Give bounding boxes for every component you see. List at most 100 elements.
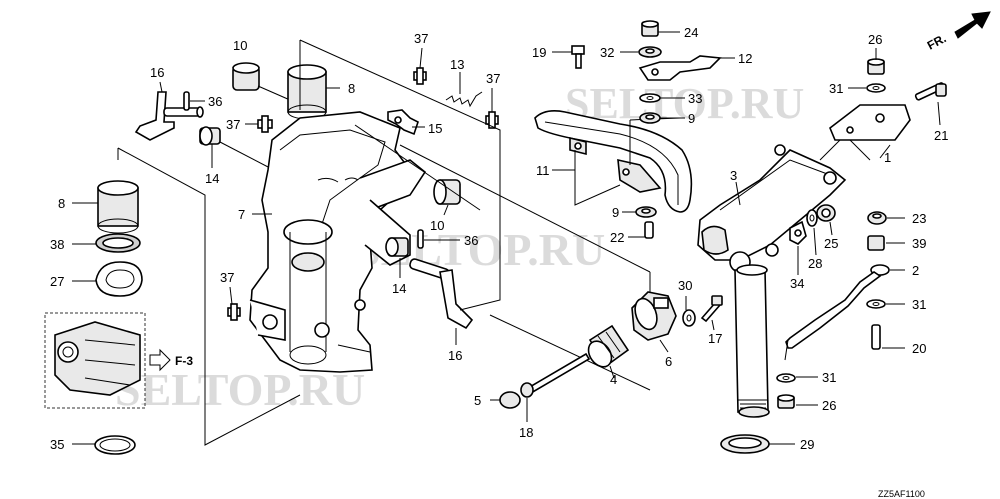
- reference-box-f3: [44, 312, 146, 409]
- bolt-18: [520, 352, 591, 398]
- front-direction-arrow: FR.: [925, 11, 991, 53]
- grease-nipple-37-left: [257, 115, 273, 133]
- callout-14-left: 14: [205, 171, 219, 186]
- callout-9-lower: 9: [612, 205, 619, 220]
- callout-11: 11: [536, 163, 550, 178]
- callout-1: 1: [884, 150, 891, 165]
- callout-labels: 1 2 3 4 5 6 7 8 8 9 9 10 10 11 12 13 14 …: [50, 25, 948, 452]
- bushing-10-right: [433, 179, 461, 205]
- callout-12: 12: [738, 51, 752, 66]
- nut-25: [816, 204, 836, 222]
- washer-28: [806, 209, 818, 227]
- stopper-11: [534, 110, 693, 213]
- ref-arrow: [149, 348, 171, 372]
- callout-26-top: 26: [868, 32, 882, 47]
- callout-2: 2: [912, 263, 919, 278]
- callout-9-upper: 9: [688, 111, 695, 126]
- clip-15: [387, 109, 419, 136]
- callout-14-right: 14: [392, 281, 406, 296]
- callout-26-bottom: 26: [822, 398, 836, 413]
- callout-37-lower: 37: [220, 270, 234, 285]
- callout-36-top: 36: [208, 94, 222, 109]
- pin-36-right: [417, 229, 424, 249]
- callout-22: 22: [610, 230, 624, 245]
- callout-4: 4: [610, 372, 617, 387]
- callout-17: 17: [708, 331, 722, 346]
- callout-37-left: 37: [226, 117, 240, 132]
- washer-32: [638, 46, 662, 58]
- callout-8-top: 8: [348, 81, 355, 96]
- callout-31-bottom: 31: [822, 370, 836, 385]
- bushing-10-top: [232, 62, 260, 91]
- washer-9-lower: [635, 206, 657, 218]
- callout-3: 3: [730, 168, 737, 183]
- callout-28: 28: [808, 256, 822, 271]
- washer-33: [639, 93, 661, 103]
- watermark: SELTOP.RU: [115, 364, 365, 415]
- reference-label-f3: F-3: [175, 354, 193, 368]
- washer-31-mid: [866, 299, 886, 309]
- callout-21: 21: [934, 128, 948, 143]
- grease-nipple-37-lower: [227, 303, 241, 321]
- callout-19: 19: [532, 45, 546, 60]
- front-direction-label: FR.: [925, 31, 949, 52]
- callout-30: 30: [678, 278, 692, 293]
- callout-36-right: 36: [464, 233, 478, 248]
- collar-23: [867, 211, 887, 225]
- callout-29: 29: [800, 437, 814, 452]
- bolt-22: [644, 221, 654, 239]
- callout-15: 15: [428, 121, 442, 136]
- washer-30: [682, 309, 696, 327]
- lever-16-top: [134, 91, 204, 141]
- rod-2: [784, 264, 890, 361]
- grease-nipple-37-top: [413, 67, 427, 85]
- ring-29: [720, 434, 770, 454]
- nut-26-bottom: [777, 394, 795, 409]
- callout-25: 25: [824, 236, 838, 251]
- callout-16-top: 16: [150, 65, 164, 80]
- bolt-17: [700, 295, 723, 323]
- bushing-14-right: [385, 237, 409, 257]
- callout-20: 20: [912, 341, 926, 356]
- callout-37-right: 37: [486, 71, 500, 86]
- bolt-19: [571, 45, 585, 69]
- ring-38: [95, 233, 141, 253]
- callout-5: 5: [474, 393, 481, 408]
- callout-31-top: 31: [829, 81, 843, 96]
- callout-33: 33: [688, 91, 702, 106]
- bolt-21: [914, 82, 947, 101]
- callout-34: 34: [790, 276, 804, 291]
- pin-36-top: [183, 91, 190, 111]
- callout-6: 6: [665, 354, 672, 369]
- callout-35: 35: [50, 437, 64, 452]
- grease-nipple-37-right: [485, 111, 499, 129]
- washer-31-bottom: [776, 373, 796, 383]
- washer-31-top: [866, 83, 886, 93]
- spring-13: [445, 91, 483, 108]
- nut-26-top: [867, 58, 885, 75]
- plate-1: [829, 104, 911, 141]
- bracket-12: [638, 55, 722, 81]
- callout-18: 18: [519, 425, 533, 440]
- seal-27: [95, 261, 143, 297]
- circlip-35: [94, 435, 136, 455]
- callout-16-lower: 16: [448, 348, 462, 363]
- bolt-20: [871, 324, 881, 350]
- callout-38: 38: [50, 237, 64, 252]
- bearing-8-left: [97, 180, 139, 234]
- callout-32: 32: [600, 45, 614, 60]
- lever-16-lower: [409, 258, 474, 330]
- callout-13: 13: [450, 57, 464, 72]
- nut-24: [641, 20, 659, 37]
- clip-34: [789, 220, 807, 245]
- bushing-4: [587, 324, 630, 368]
- callout-10-top: 10: [233, 38, 247, 53]
- callout-31-mid: 31: [912, 297, 926, 312]
- callout-23: 23: [912, 211, 926, 226]
- callout-27: 27: [50, 274, 64, 289]
- housing-6: [631, 291, 677, 341]
- diagram-code: ZZ5AF1100: [878, 489, 925, 499]
- bearing-8-top: [287, 64, 327, 120]
- callout-24: 24: [684, 25, 698, 40]
